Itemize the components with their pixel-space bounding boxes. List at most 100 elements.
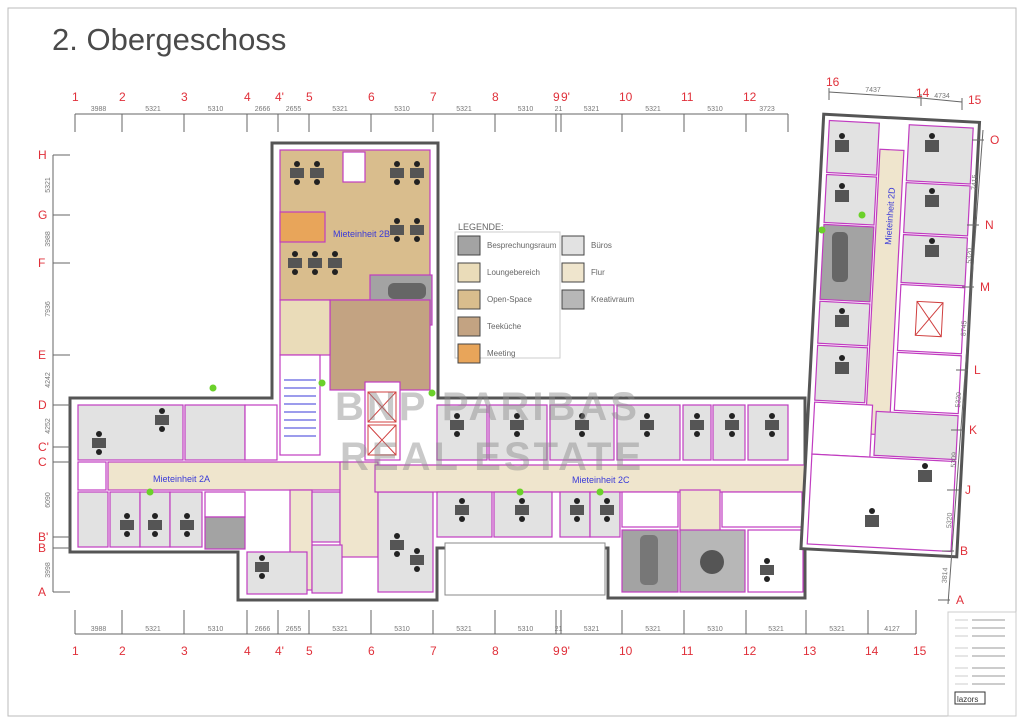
unit-label-2d: Mieteinheit 2D [883, 187, 897, 246]
furniture [92, 133, 939, 585]
watermark-line1: BNP PARIBAS [335, 385, 640, 429]
room-bur [747, 404, 789, 461]
desk [310, 168, 324, 178]
desk [390, 168, 404, 178]
desk [510, 420, 524, 430]
conference-table [388, 283, 426, 299]
desk [120, 520, 134, 530]
chair [519, 516, 525, 522]
chair [574, 516, 580, 522]
dimension-value-top: 3723 [759, 106, 775, 113]
axis-label-bottom: 2 [119, 644, 126, 658]
chair [332, 251, 338, 257]
chair [869, 508, 875, 514]
axis-label-left: H [38, 148, 47, 162]
legend-swatch [561, 289, 585, 310]
room-bur [905, 124, 974, 185]
legend-label: Open-Space [487, 295, 532, 304]
dimension-value-bottom: 5310 [707, 626, 723, 633]
desk [308, 258, 322, 268]
legend-label: Loungebereich [487, 268, 540, 277]
chair [929, 238, 935, 244]
axis-label-left: B [38, 541, 46, 555]
legend-label: Besprechungsraum [487, 241, 557, 250]
axis-label-top: 4 [244, 90, 251, 104]
chair [152, 531, 158, 537]
unit-label-2c: Mieteinheit 2C [572, 475, 630, 485]
chair [259, 555, 265, 561]
chair [394, 533, 400, 539]
desk [155, 415, 169, 425]
chair [694, 431, 700, 437]
axis-label-wing: 15 [968, 93, 982, 107]
axis-label-bottom: 10 [619, 644, 633, 658]
dimension-value-bottom: 5321 [456, 626, 472, 633]
axis-label-left: E [38, 348, 46, 362]
legend-item: Open-Space [457, 289, 532, 310]
dimension-value-top: 5321 [145, 106, 161, 113]
legend-swatch [561, 235, 585, 256]
chair [644, 431, 650, 437]
dimension-value-top: 5321 [332, 106, 348, 113]
room-wht [342, 151, 366, 183]
dimension-value-top: 2666 [255, 106, 271, 113]
watermark-line2: REAL ESTATE [340, 435, 644, 479]
desk [410, 168, 424, 178]
axis-label-right: L [974, 363, 981, 377]
dimension-value-left: 3998 [45, 562, 52, 578]
chair [414, 236, 420, 242]
room-wht [279, 354, 321, 456]
dimension-value-bottom: 5321 [768, 626, 784, 633]
desk [640, 420, 654, 430]
room-bur [900, 233, 969, 287]
desk [148, 520, 162, 530]
legend-swatch [457, 289, 481, 310]
room-bur [77, 491, 109, 548]
chair [294, 179, 300, 185]
chair [96, 431, 102, 437]
dimension-value-right: 3814 [941, 567, 949, 583]
chair [184, 531, 190, 537]
chair [314, 161, 320, 167]
axis-label-left: A [38, 585, 46, 599]
elevator-cross-icon [367, 424, 397, 456]
chair [314, 179, 320, 185]
elevator-cross-icon [367, 391, 397, 423]
axis-label-bottom: 9 [553, 644, 560, 658]
desk [92, 438, 106, 448]
desk [760, 565, 774, 575]
building [68, 141, 807, 602]
chair [579, 413, 585, 419]
dimension-value-top: 21 [555, 106, 563, 113]
conference-table [640, 535, 658, 585]
room-wht [77, 461, 107, 491]
dimension-value-wing: 7437 [865, 87, 881, 94]
desk [288, 258, 302, 268]
chair [414, 548, 420, 554]
desk [390, 540, 404, 550]
chair [414, 218, 420, 224]
watermark: BNP PARIBAS REAL ESTATE [335, 385, 644, 479]
plant-icon [596, 488, 604, 496]
room-bur [311, 491, 341, 543]
chair [159, 408, 165, 414]
axis-label-bottom: 1 [72, 644, 79, 658]
legend-label: Büros [591, 241, 612, 250]
desk [835, 362, 849, 374]
chair [579, 431, 585, 437]
room-wht [204, 491, 246, 518]
room-wht [747, 529, 804, 593]
room-tee [329, 299, 431, 391]
desk [450, 420, 464, 430]
axis-label-bottom: 3 [181, 644, 188, 658]
chair [769, 413, 775, 419]
room-flu [374, 464, 806, 493]
chair [184, 513, 190, 519]
chair [312, 251, 318, 257]
axis-label-top: 7 [430, 90, 437, 104]
desk [925, 245, 939, 257]
legend-item: Büros [561, 235, 612, 256]
chair [454, 431, 460, 437]
axis-label-bottom: 7 [430, 644, 437, 658]
desk [180, 520, 194, 530]
